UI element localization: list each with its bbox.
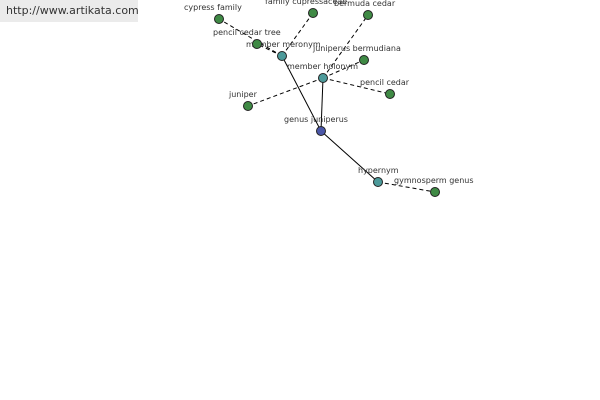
node-member-holonym[interactable]: member holonym <box>287 62 358 83</box>
node-bermuda-cedar[interactable]: bermuda cedar <box>334 0 396 20</box>
source-url-banner[interactable]: http://www.artikata.com <box>0 0 138 22</box>
node-label-juniper[interactable]: juniper <box>228 90 258 99</box>
edge-member-meronym-to-cypress-family <box>218 18 283 57</box>
edge-genus-juniperus-to-member-holonym <box>320 77 324 132</box>
node-label-pencil-cedar[interactable]: pencil cedar <box>360 78 410 87</box>
node-circle-family-cupressaceae[interactable] <box>308 8 318 18</box>
node-layer: genus juniperus member meronym member holo… <box>184 0 474 197</box>
node-juniperus-bermudiana[interactable]: juniperus bermudiana <box>312 44 401 65</box>
node-label-hypernym[interactable]: hypernym <box>358 166 399 175</box>
node-circle-member-meronym[interactable] <box>277 51 287 61</box>
edge-layer <box>218 12 436 193</box>
node-label-genus-juniperus[interactable]: genus juniperus <box>284 115 348 124</box>
node-label-bermuda-cedar[interactable]: bermuda cedar <box>334 0 396 8</box>
node-pencil-cedar-tree[interactable]: pencil cedar tree <box>213 28 281 49</box>
edge-hypernym-to-gymnosperm-genus <box>377 181 436 193</box>
node-member-meronym[interactable]: member meronym <box>246 40 321 61</box>
node-label-member-holonym[interactable]: member holonym <box>287 62 358 71</box>
node-circle-member-holonym[interactable] <box>318 73 328 83</box>
node-circle-juniper[interactable] <box>243 101 253 111</box>
node-label-cypress-family[interactable]: cypress family <box>184 3 242 12</box>
node-circle-pencil-cedar[interactable] <box>385 89 395 99</box>
edge-member-holonym-to-juniperus-bermudiana <box>322 59 365 79</box>
edge-genus-juniperus-to-member-meronym <box>281 55 322 132</box>
node-genus-juniperus[interactable]: genus juniperus <box>284 115 348 136</box>
node-circle-genus-juniperus[interactable] <box>316 126 326 136</box>
edge-member-meronym-to-family-cupressaceae <box>281 12 314 57</box>
node-circle-hypernym[interactable] <box>373 177 383 187</box>
node-label-pencil-cedar-tree[interactable]: pencil cedar tree <box>213 28 281 37</box>
node-cypress-family[interactable]: cypress family <box>184 3 242 24</box>
node-label-family-cupressaceae[interactable]: family cupressaceae <box>265 0 347 6</box>
node-label-gymnosperm-genus[interactable]: gymnosperm genus <box>394 176 474 185</box>
node-circle-pencil-cedar-tree[interactable] <box>252 39 262 49</box>
node-family-cupressaceae[interactable]: family cupressaceae <box>265 0 347 18</box>
edge-member-holonym-to-bermuda-cedar <box>322 14 369 79</box>
node-gymnosperm-genus[interactable]: gymnosperm genus <box>394 176 474 197</box>
node-circle-juniperus-bermudiana[interactable] <box>359 55 369 65</box>
edge-genus-juniperus-to-hypernym <box>320 130 379 183</box>
node-circle-cypress-family[interactable] <box>214 14 224 24</box>
node-circle-bermuda-cedar[interactable] <box>363 10 373 20</box>
edge-member-holonym-to-pencil-cedar <box>322 77 391 95</box>
node-label-member-meronym[interactable]: member meronym <box>246 40 321 49</box>
edge-member-holonym-to-juniper <box>247 77 324 107</box>
node-circle-gymnosperm-genus[interactable] <box>430 187 440 197</box>
node-hypernym[interactable]: hypernym <box>358 166 399 187</box>
node-pencil-cedar[interactable]: pencil cedar <box>360 78 410 99</box>
node-label-juniperus-bermudiana[interactable]: juniperus bermudiana <box>312 44 401 53</box>
node-juniper[interactable]: juniper <box>228 90 258 111</box>
